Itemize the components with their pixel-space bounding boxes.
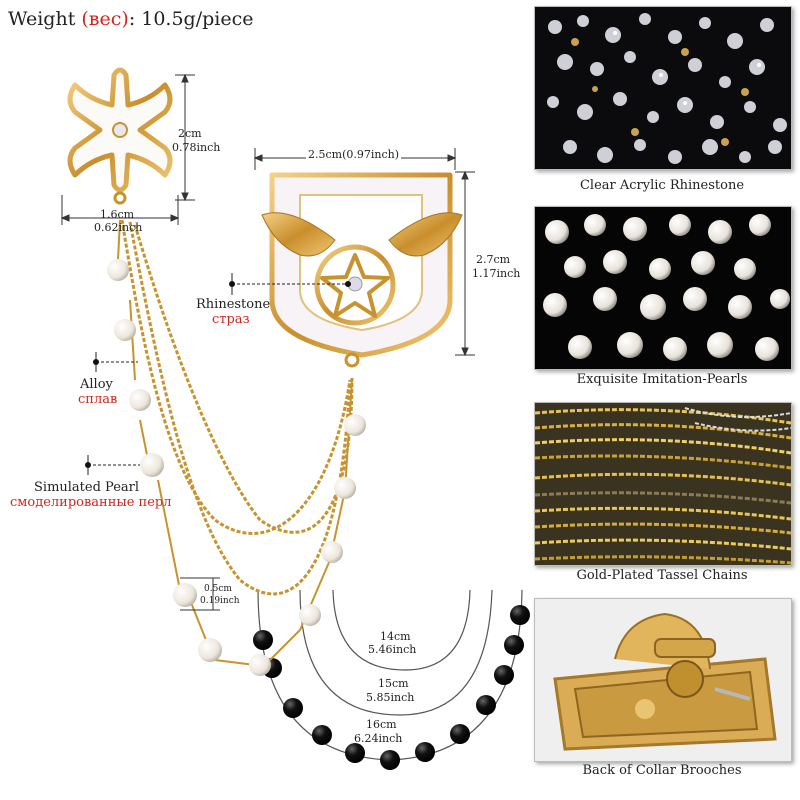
weight-label: Weight	[8, 8, 76, 30]
chain-15cm-label: 15cm	[378, 677, 409, 690]
pearls-photo	[534, 206, 792, 370]
chains-caption: Gold-Plated Tassel Chains	[576, 568, 748, 583]
product-illustration	[60, 67, 530, 770]
cross-height-inch: 0.78inch	[172, 141, 221, 154]
shield-height-cm: 2.7cm	[476, 253, 511, 266]
chain-14cm-label: 14cm	[380, 630, 411, 643]
cross-width-cm: 1.6cm	[100, 208, 135, 221]
pearl-size-inch: 0.19inch	[200, 596, 240, 606]
shield-height-inch: 1.17inch	[472, 267, 521, 280]
chain-15cm-arc	[299, 589, 493, 716]
shield-width: 2.5cm(0.97inch)	[306, 148, 402, 161]
cross-width-inch: 0.62inch	[94, 221, 143, 234]
rhinestone-photo	[534, 6, 792, 170]
weight-title: Weight (вес): 10.5g/piece	[8, 8, 254, 30]
gold-chains	[120, 219, 354, 596]
rhinestone-label: Rhinestone	[196, 297, 271, 312]
brooch-back-photo	[534, 598, 792, 762]
rhinestone-caption: Clear Acrylic Rhinestone	[579, 178, 745, 193]
pearl-label: Simulated Pearl	[34, 480, 140, 495]
pearl-size-cm: 0.5cm	[204, 584, 232, 594]
chain-16cm-inch: 6.24inch	[354, 732, 403, 745]
chain-16cm-label: 16cm	[366, 718, 397, 731]
pearl-label-ru: смоделированные перл	[10, 495, 172, 510]
chains-photo	[534, 402, 792, 566]
weight-value: : 10.5g/piece	[128, 8, 254, 30]
weight-label-ru: (вес)	[81, 8, 129, 30]
brooch-back-caption: Back of Collar Brooches	[582, 763, 742, 778]
alloy-label-ru: сплав	[78, 392, 118, 407]
pearl-strand	[107, 219, 366, 676]
chain-14cm-inch: 5.46inch	[368, 643, 417, 656]
alloy-label: Alloy	[80, 377, 113, 392]
rhinestone-label-ru: страз	[212, 312, 250, 327]
cross-brooch	[67, 67, 173, 205]
pearls-caption: Exquisite Imitation-Pearls	[576, 372, 748, 387]
cross-height-cm: 2cm	[178, 127, 202, 140]
chain-14cm-arc	[332, 589, 471, 671]
chain-15cm-inch: 5.85inch	[366, 691, 415, 704]
shield-brooch	[261, 172, 463, 368]
